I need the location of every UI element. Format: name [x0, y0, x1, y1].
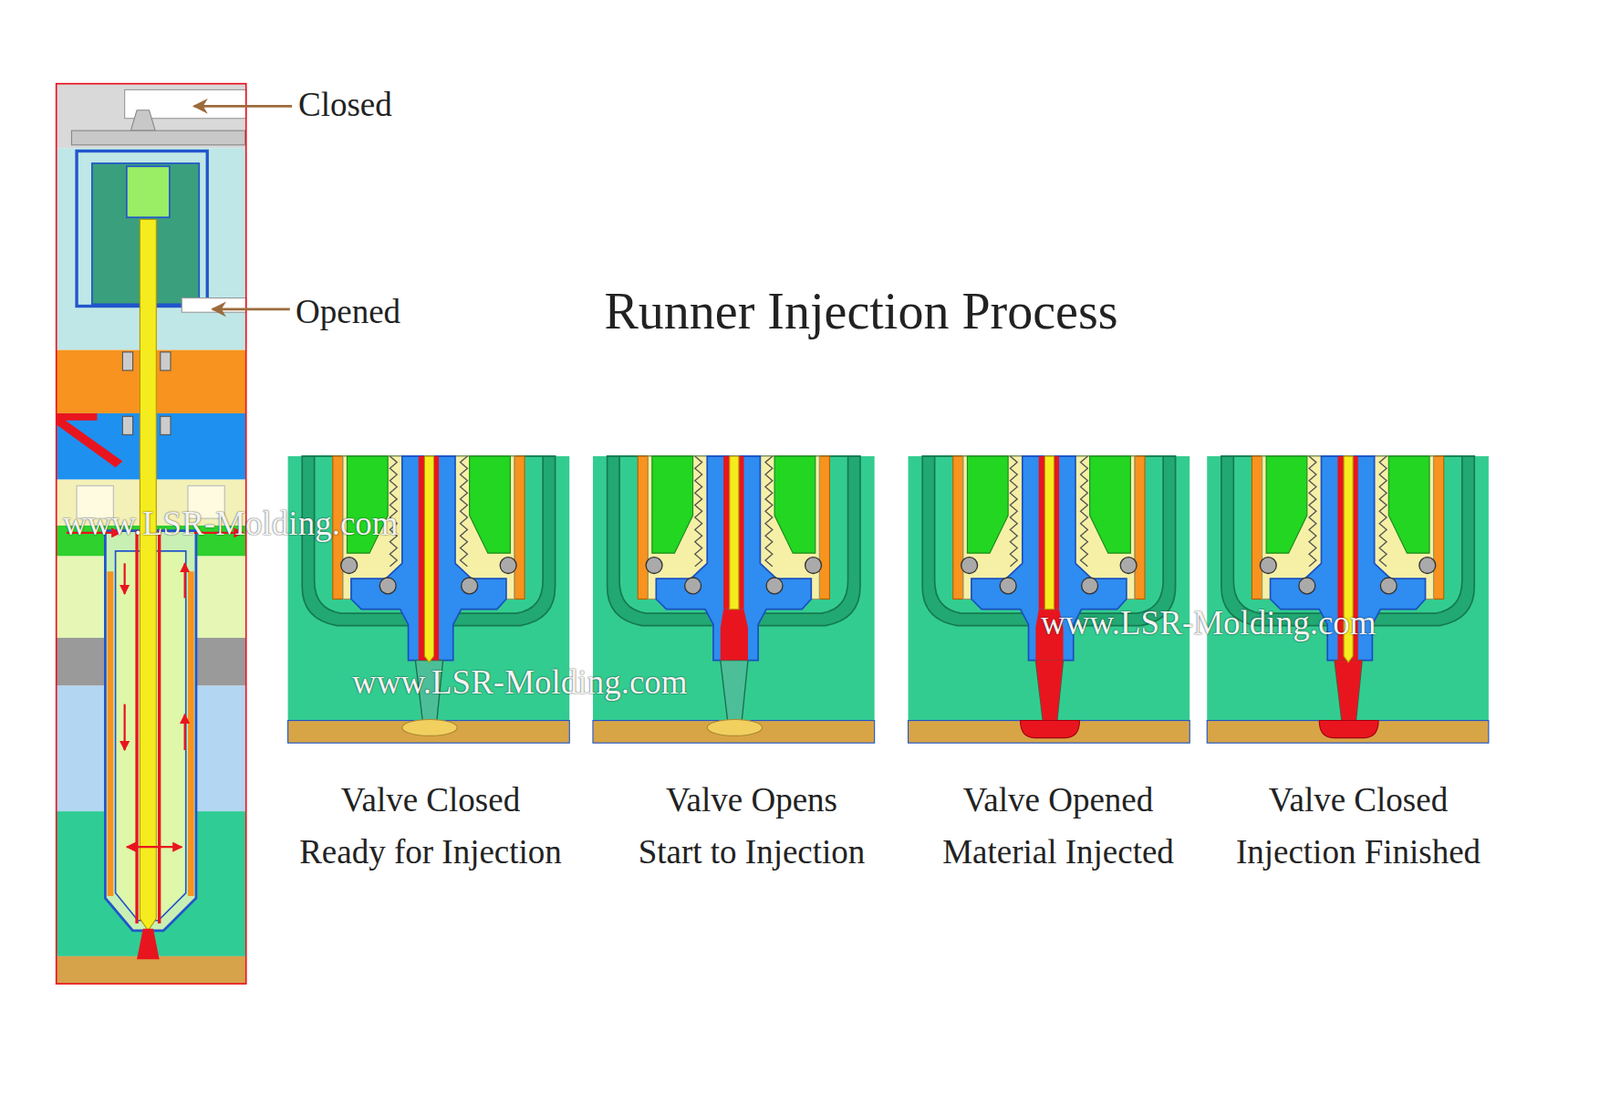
- illustration-part: [706, 718, 762, 736]
- illustration-part: [729, 456, 739, 610]
- illustration-part: [126, 166, 170, 218]
- illustration-part: [720, 609, 749, 661]
- illustration-part: [160, 415, 171, 435]
- illustration-part: [157, 530, 161, 925]
- nozzle-panel: [908, 456, 1191, 743]
- step-caption: Valve Opened Material Injected: [929, 773, 1186, 878]
- illustration-part: [1035, 660, 1063, 721]
- illustration-part: [124, 562, 126, 594]
- illustration-part: [1044, 456, 1054, 610]
- watermark: www.LSR-Molding.com: [352, 662, 688, 702]
- illustration-part: [124, 704, 126, 750]
- callout-label: Opened: [295, 291, 401, 332]
- illustration-part: [122, 352, 133, 371]
- illustration-part: [122, 415, 133, 435]
- illustration-part: [184, 714, 187, 750]
- illustration-part: [139, 218, 156, 930]
- illustration-part: [130, 110, 156, 131]
- illustration-part: [56, 413, 124, 468]
- step-caption: Valve Closed Injection Finished: [1219, 773, 1497, 878]
- illustration-part: [424, 456, 434, 663]
- illustration-part: [723, 456, 744, 610]
- illustration-part: [212, 307, 291, 311]
- illustration-part: [71, 130, 245, 146]
- illustration-part: [136, 928, 160, 960]
- illustration-part: [56, 83, 247, 148]
- illustration-part: [187, 571, 195, 896]
- illustration-part: [1038, 456, 1060, 610]
- illustration-part: [1319, 720, 1379, 738]
- illustration-part: [1206, 456, 1489, 743]
- illustration-part: [1334, 660, 1362, 721]
- illustration-part: [135, 530, 138, 925]
- step-caption: Valve Closed Ready for Injection: [295, 773, 566, 878]
- illustration-part: [194, 104, 292, 108]
- leader-lines: [194, 105, 292, 310]
- diagram-title: Runner Injection Process: [604, 281, 1119, 341]
- illustration-part: [184, 562, 187, 598]
- watermark: www.LSR-Molding.com: [62, 503, 399, 543]
- illustration-part: [160, 352, 171, 371]
- illustration-part: [56, 955, 247, 984]
- illustration-part: [1020, 720, 1081, 738]
- callout-label: Closed: [298, 84, 393, 125]
- illustration-part: [402, 718, 458, 736]
- illustration-part: [126, 845, 182, 848]
- illustration-part: [908, 456, 1191, 743]
- step-caption: Valve Opens Start to Injection: [633, 773, 871, 878]
- illustration-part: [107, 571, 115, 896]
- watermark: www.LSR-Molding.com: [1040, 602, 1377, 643]
- nozzle-panel: [1206, 456, 1489, 743]
